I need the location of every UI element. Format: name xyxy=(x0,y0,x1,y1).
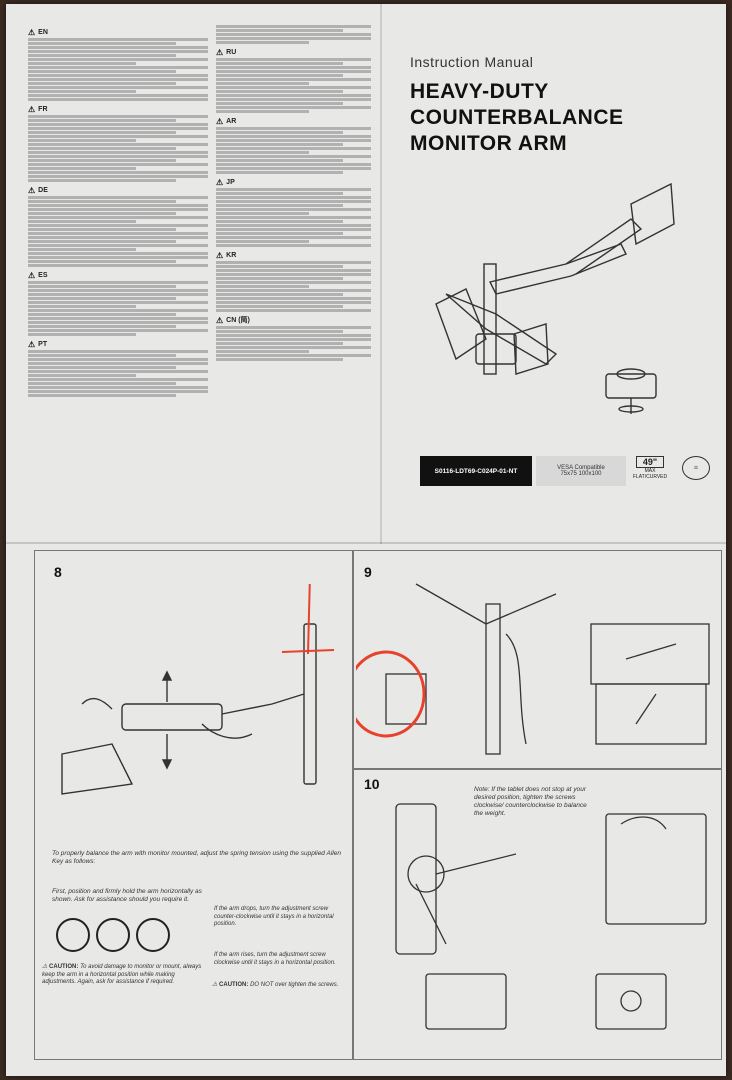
caution-title: CAUTION: xyxy=(49,964,79,970)
lang-label: FR xyxy=(38,106,48,113)
step-8-caution-2: ⚠ CAUTION: DO NOT over tighten the screw… xyxy=(212,982,352,990)
safety-text-column-right: ⚠RU ⚠AR ⚠JP ⚠KR ⚠CN (简) xyxy=(216,24,371,524)
max-size-label: MAX xyxy=(644,468,656,474)
lang-label: JP xyxy=(226,179,235,186)
vesa-compatibility: VESA Compatible 75x75 100x100 xyxy=(536,456,626,486)
warning-icon: ⚠ xyxy=(42,964,50,970)
example-icon xyxy=(56,918,90,952)
screen-type: FLAT/CURVED xyxy=(632,474,668,480)
warning-icon: ⚠ xyxy=(216,48,224,57)
lang-heading-pt: ⚠PT xyxy=(28,340,208,349)
red-circle-annotation xyxy=(356,650,426,738)
lang-heading-fr: ⚠FR xyxy=(28,105,208,114)
warning-icon: ⚠ xyxy=(28,340,36,349)
lang-heading-ar: ⚠AR xyxy=(216,117,371,126)
safety-text-column-left: ⚠EN ⚠FR ⚠DE ⚠ES ⚠PT xyxy=(28,24,208,524)
lang-label: AR xyxy=(226,118,237,125)
warning-icon: ⚠ xyxy=(216,178,224,187)
model-number: S0116-LDT69-C024P-01-NT xyxy=(420,456,532,486)
red-annotation xyxy=(281,584,335,655)
example-icon xyxy=(136,918,170,952)
product-title: HEAVY-DUTY COUNTERBALANCE MONITOR ARM xyxy=(410,79,624,157)
step-9-illustration xyxy=(356,583,710,755)
lang-heading-es: ⚠ES xyxy=(28,271,208,280)
fold-line-horizontal xyxy=(6,542,726,544)
warning-icon: ⚠ xyxy=(28,28,36,37)
lang-heading-de: ⚠DE xyxy=(28,186,208,195)
caution-text: DO NOT over tighten the screws. xyxy=(250,982,339,988)
fold-line-vertical xyxy=(380,4,382,544)
lang-label: RU xyxy=(226,49,237,56)
lang-label: PT xyxy=(38,341,48,348)
warning-icon: ⚠ xyxy=(28,186,36,195)
step-10-note: Note: If the tablet does not stop at you… xyxy=(474,786,587,817)
example-icon xyxy=(96,918,130,952)
lang-heading-cn: ⚠CN (简) xyxy=(216,316,371,325)
max-size-value: 49" xyxy=(636,456,664,468)
vesa-sizes: 75x75 100x100 xyxy=(560,471,602,477)
warning-icon: ⚠ xyxy=(216,117,224,126)
warning-icon: ⚠ xyxy=(216,316,224,325)
max-screen-size: 49" MAX FLAT/CURVED xyxy=(630,456,670,486)
lang-label: CN (简) xyxy=(226,317,250,324)
caution-title: CAUTION: xyxy=(219,982,249,988)
step-8-illustration xyxy=(61,584,335,795)
step-9-panel xyxy=(352,550,722,770)
step-9-number: 9 xyxy=(364,564,372,580)
lang-heading-ru: ⚠RU xyxy=(216,48,371,57)
monitor-arm-illustration xyxy=(435,182,675,414)
step-8-drops: If the arm drops, turn the adjustment sc… xyxy=(214,906,334,927)
lang-label: ES xyxy=(38,272,48,279)
step-8-panel xyxy=(34,550,354,1060)
lang-heading-en: ⚠EN xyxy=(28,28,208,37)
weight-icon: ⚖ xyxy=(682,456,710,480)
warning-icon: ⚠ xyxy=(28,105,36,114)
step-8-instruction: To properly balance the arm with monitor… xyxy=(52,850,341,865)
instruction-sheet: ⚠EN ⚠FR ⚠DE ⚠ES ⚠PT ⚠RU ⚠AR ⚠JP ⚠KR ⚠CN … xyxy=(6,4,726,1076)
weight-rating-badge: ⚖ xyxy=(676,456,716,486)
lang-label: EN xyxy=(38,29,48,36)
lang-label: DE xyxy=(38,187,48,194)
title-line: COUNTERBALANCE xyxy=(410,106,624,129)
step-8-caution-1: ⚠ CAUTION: To avoid damage to monitor or… xyxy=(42,964,202,987)
manual-label: Instruction Manual xyxy=(410,54,534,70)
warning-icon: ⚠ xyxy=(216,251,224,260)
step-8-first: First, position and firmly hold the arm … xyxy=(52,888,202,903)
warning-icon: ⚠ xyxy=(212,982,220,988)
step-10-illustration xyxy=(395,803,707,1030)
caution-text: To avoid damage to monitor or mount, alw… xyxy=(42,964,202,985)
lang-heading-kr: ⚠KR xyxy=(216,251,371,260)
title-line: MONITOR ARM xyxy=(410,132,568,155)
step-8-rises: If the arm rises, turn the adjustment sc… xyxy=(214,952,336,966)
lang-label: KR xyxy=(226,252,237,259)
step-10-number: 10 xyxy=(364,776,380,792)
step-8-number: 8 xyxy=(54,564,62,580)
lang-heading-jp: ⚠JP xyxy=(216,178,371,187)
title-line: HEAVY-DUTY xyxy=(410,80,549,103)
vesa-label: VESA Compatible xyxy=(557,465,605,471)
step-10-panel xyxy=(352,768,722,1060)
position-examples xyxy=(56,918,170,952)
warning-icon: ⚠ xyxy=(28,271,36,280)
